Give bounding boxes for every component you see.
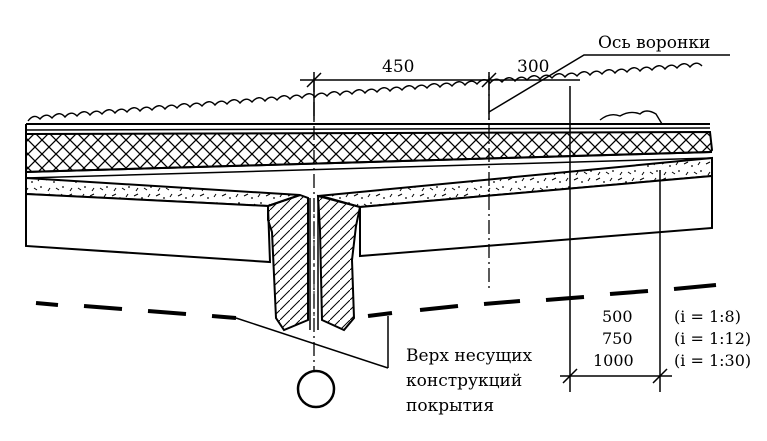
axis-label: Ось воронки	[598, 33, 710, 53]
insulation-layer	[25, 130, 714, 174]
gravel-layer	[27, 62, 703, 125]
offset-table: 500 (i = 1:8) 750 (i = 1:12) 1000 (i = 1…	[593, 307, 751, 370]
funnel-body-left	[267, 193, 309, 332]
support-label-line1: Верх несущих	[406, 346, 532, 366]
drain-pipe	[309, 198, 319, 330]
slab-right	[359, 174, 713, 258]
funnel-body-right	[316, 194, 362, 332]
slab-left	[25, 192, 272, 264]
offset-distance-2: 1000	[593, 351, 634, 370]
support-leader	[235, 316, 389, 369]
offset-distance-1: 750	[602, 329, 633, 348]
offset-distance-0: 500	[602, 307, 633, 326]
grating-circle	[296, 369, 336, 409]
dimension-300-label: 300	[517, 57, 549, 77]
offset-dimension-lines	[560, 86, 672, 392]
screed-lines	[25, 151, 713, 179]
support-label-line3: покрытия	[406, 396, 494, 416]
axis-label-leader	[488, 54, 730, 113]
offset-slope-1: (i = 1:12)	[674, 329, 751, 348]
dimension-line-top	[300, 72, 580, 120]
offset-slope-0: (i = 1:8)	[674, 307, 741, 326]
offset-slope-2: (i = 1:30)	[674, 351, 751, 370]
support-top-dashed-line	[35, 283, 717, 320]
support-label-line2: конструкций	[406, 371, 522, 391]
dimension-450-label: 450	[382, 57, 414, 77]
